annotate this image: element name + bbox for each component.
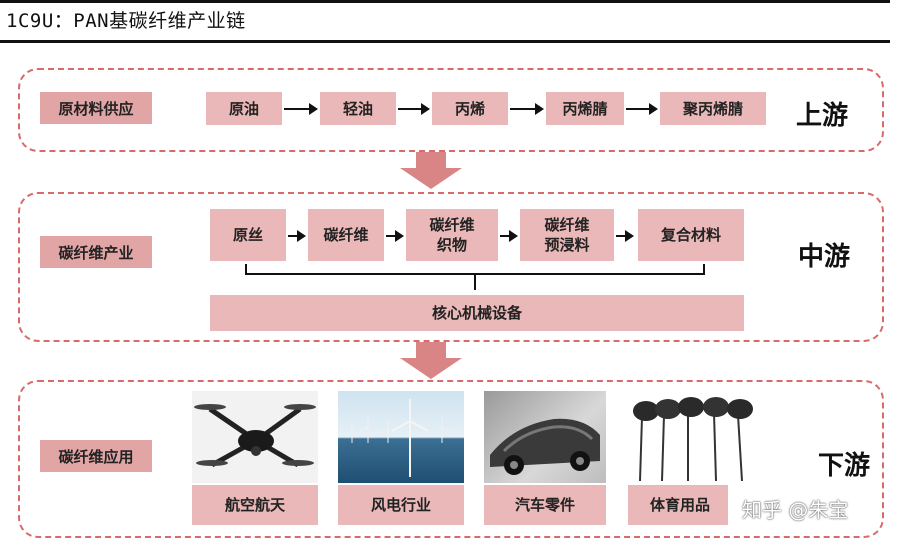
- upstream-step: 原油: [206, 92, 282, 125]
- wind-turbine-image: [338, 391, 464, 483]
- flow-arrow: [616, 230, 634, 242]
- midstream-step: 复合材料: [638, 209, 744, 261]
- car-chassis-image: [484, 391, 606, 483]
- flow-arrow: [398, 103, 430, 115]
- midstream-step: 碳纤维 预浸料: [520, 209, 614, 261]
- downstream-stage-label: 下游: [818, 451, 871, 481]
- application-label: 体育用品: [628, 485, 728, 525]
- upstream-step: 丙烯腈: [546, 92, 624, 125]
- core-equipment-box: 核心机械设备: [210, 295, 744, 331]
- golf-clubs-image: [628, 391, 756, 483]
- down-arrow-icon: [400, 342, 462, 379]
- downstream-label: 碳纤维应用: [40, 440, 152, 472]
- top-rule: [0, 0, 890, 3]
- down-arrow-icon: [400, 152, 462, 189]
- flow-arrow: [386, 230, 404, 242]
- upstream-stage-label: 上游: [796, 101, 849, 131]
- upstream-label: 原材料供应: [40, 92, 152, 124]
- midstream-step: 碳纤维: [308, 209, 384, 261]
- drone-image: [192, 391, 318, 483]
- application-label: 航空航天: [192, 485, 318, 525]
- flow-arrow: [500, 230, 518, 242]
- midstream-step: 碳纤维 织物: [406, 209, 498, 261]
- application-label: 风电行业: [338, 485, 464, 525]
- flow-arrow: [288, 230, 306, 242]
- bracket: [245, 264, 705, 290]
- title-rule: [0, 40, 890, 43]
- page-title: 1C9U：PAN基碳纤维产业链: [6, 10, 246, 32]
- watermark: 知乎 @朱宝: [742, 498, 849, 522]
- midstream-label: 碳纤维产业: [40, 236, 152, 268]
- midstream-step: 原丝: [210, 209, 286, 261]
- midstream-stage-label: 中游: [798, 242, 851, 272]
- application-label: 汽车零件: [484, 485, 606, 525]
- upstream-step: 聚丙烯腈: [660, 92, 766, 125]
- upstream-step: 丙烯: [432, 92, 508, 125]
- flow-arrow: [284, 103, 318, 115]
- flow-arrow: [510, 103, 544, 115]
- upstream-step: 轻油: [320, 92, 396, 125]
- flow-arrow: [626, 103, 658, 115]
